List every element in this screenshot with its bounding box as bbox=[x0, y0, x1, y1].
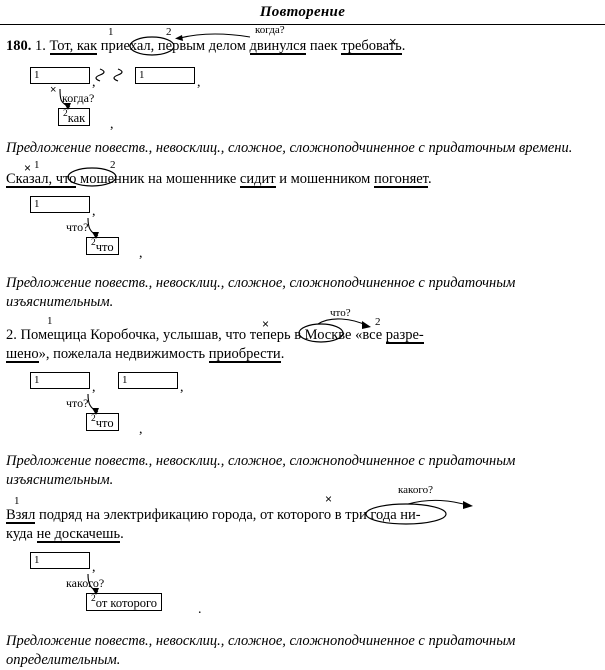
sentence-1-block: 180. 1. Тот, как приехал, первым делом д… bbox=[0, 24, 605, 59]
s4-text-a: подряд на электрификацию города, от кото… bbox=[35, 507, 421, 523]
schema-1-question: когда? bbox=[62, 91, 95, 105]
s4-text-b: куда bbox=[6, 526, 37, 542]
s3-num-2: 2 bbox=[375, 316, 381, 328]
s3-analysis: Предложение повеств., невосклиц., сложно… bbox=[6, 453, 516, 488]
schema-1-comma-2: , bbox=[197, 75, 201, 90]
s1-word-tot-kak: Тот, как bbox=[49, 38, 98, 55]
schema-2-box-sub: 2что bbox=[86, 237, 119, 255]
document-page: Повторение 180. 1. Тот, как приехал, пер… bbox=[0, 4, 605, 668]
s2-num-1: 1 bbox=[34, 159, 40, 171]
schema-2-question: что? bbox=[66, 220, 89, 234]
schema-3-comma-1: , bbox=[92, 380, 96, 395]
s1-text-c: . bbox=[401, 38, 406, 54]
s3-text-c: . bbox=[280, 346, 285, 362]
schema-4-sub-label: от которого bbox=[95, 596, 158, 611]
schema-4-comma-1: , bbox=[92, 560, 96, 575]
sentence-2-block: Сказал, что мошенник на мошеннике сидит … bbox=[0, 159, 605, 188]
s2-word-pogonyaet: погоняет bbox=[373, 171, 428, 188]
s1-word-trebovat: требовать bbox=[341, 38, 402, 55]
s2-text-b: и мошенником bbox=[275, 171, 374, 187]
page-title: Повторение bbox=[259, 4, 346, 20]
s2-num-2: 2 bbox=[110, 159, 116, 171]
schema-4-period: . bbox=[198, 602, 202, 617]
schema-1-box2-num: 1 bbox=[139, 69, 145, 81]
s1-text-b: паек bbox=[306, 38, 342, 54]
exercise-number: 180. bbox=[6, 38, 32, 54]
s4-analysis: Предложение повеств., невосклиц., сложно… bbox=[6, 633, 516, 668]
schema-3-comma-2: , bbox=[180, 380, 184, 395]
schema-1-box1-num: 1 bbox=[34, 69, 40, 81]
title-divider bbox=[0, 24, 605, 25]
schema-2: 1 , что? 2что , bbox=[0, 192, 605, 264]
item-1-label: 1. bbox=[35, 38, 46, 54]
schema-2-comma-1: , bbox=[92, 204, 96, 219]
schema-3-box-sub: 2что bbox=[86, 413, 119, 431]
s4-text-c: . bbox=[120, 526, 124, 542]
schema-1-sub-num: 2 bbox=[63, 109, 68, 119]
schema-3-box2-num: 1 bbox=[122, 374, 128, 386]
s2-word-skazal: Сказал, что bbox=[6, 171, 77, 188]
schema-4-box-main-1: 1 bbox=[30, 552, 90, 569]
s4-word-ne-doskachesh: не доскачешь bbox=[36, 526, 121, 543]
item-2-label: 2. bbox=[6, 327, 17, 343]
schema-3-sub-label: что bbox=[95, 416, 114, 431]
schema-2-comma-2: , bbox=[139, 246, 143, 261]
schema-3-sub-num: 2 bbox=[91, 414, 96, 424]
s1-analysis: Предложение повеств., невосклиц., сложно… bbox=[6, 140, 573, 156]
schema-3-question: что? bbox=[66, 396, 89, 410]
s2-text-c: . bbox=[427, 171, 432, 187]
schema-4-box-sub: 2от которого bbox=[86, 593, 163, 611]
s1-word-dvinulsya: двинулся bbox=[249, 38, 307, 55]
schema-4-sub-num: 2 bbox=[91, 594, 96, 604]
s3-text-b: », пожелала недвижимость bbox=[38, 346, 209, 362]
sentence-3-block: 2. Помещица Коробочка, услышав, что тепе… bbox=[0, 307, 605, 363]
schema-1-comma-1: , bbox=[92, 75, 96, 90]
schema-3: 1 , 1 , что? 2что , bbox=[0, 368, 605, 440]
s3-word-razresheno-2: шено bbox=[6, 346, 39, 363]
s4-num-1: 1 bbox=[14, 495, 20, 507]
schema-2-box-main-1: 1 bbox=[30, 196, 90, 213]
schema-3-box1-num: 1 bbox=[34, 374, 40, 386]
schema-4: 1 , какого? 2от которого . bbox=[0, 548, 605, 620]
schema-2-sub-label: что bbox=[95, 240, 114, 255]
schema-4-question: какого? bbox=[66, 576, 105, 590]
schema-1-box-main-2: 1 bbox=[135, 67, 195, 84]
schema-2-sub-num: 2 bbox=[91, 238, 96, 248]
schema-4-box1-num: 1 bbox=[34, 554, 40, 566]
schema-1-sub-label: как bbox=[67, 111, 86, 126]
s1-num-1: 1 bbox=[108, 26, 114, 38]
sentence-4-block: Взял подряд на электрификацию города, от… bbox=[0, 484, 605, 543]
s1-num-2: 2 bbox=[166, 26, 172, 38]
s3-word-razresheno: разре- bbox=[385, 327, 424, 344]
s3-text-a: Помещица Коробочка, услышав, что теперь … bbox=[20, 327, 386, 343]
s4-word-vzyal: Взял bbox=[6, 507, 36, 524]
schema-1: 1 , 1 , когда? 2как , × bbox=[0, 63, 605, 135]
schema-1-box-main-1: 1 bbox=[30, 67, 90, 84]
svg-text:×: × bbox=[325, 492, 332, 506]
s2-text-a: мошенник на мошеннике bbox=[76, 171, 240, 187]
s3-num-1: 1 bbox=[47, 315, 53, 327]
schema-2-box1-num: 1 bbox=[34, 198, 40, 210]
schema-1-comma-3: , bbox=[110, 117, 114, 132]
schema-3-box-main-1: 1 bbox=[30, 372, 90, 389]
s1-question: когда? bbox=[255, 24, 285, 36]
s3-question: что? bbox=[330, 307, 351, 319]
schema-3-box-main-2: 1 bbox=[118, 372, 178, 389]
s4-question: какого? bbox=[398, 484, 433, 496]
s2-analysis: Предложение повеств., невосклиц., сложно… bbox=[6, 275, 516, 310]
s3-word-priobresti: приобрести bbox=[208, 346, 281, 363]
schema-1-box-sub: 2как bbox=[58, 108, 91, 126]
svg-text:×: × bbox=[50, 84, 56, 96]
s1-cross-icon: × bbox=[389, 34, 397, 49]
s2-word-sidit: сидит bbox=[239, 171, 276, 188]
s1-text-a: приехал, первым делом bbox=[97, 38, 250, 54]
schema-3-comma-3: , bbox=[139, 422, 143, 437]
